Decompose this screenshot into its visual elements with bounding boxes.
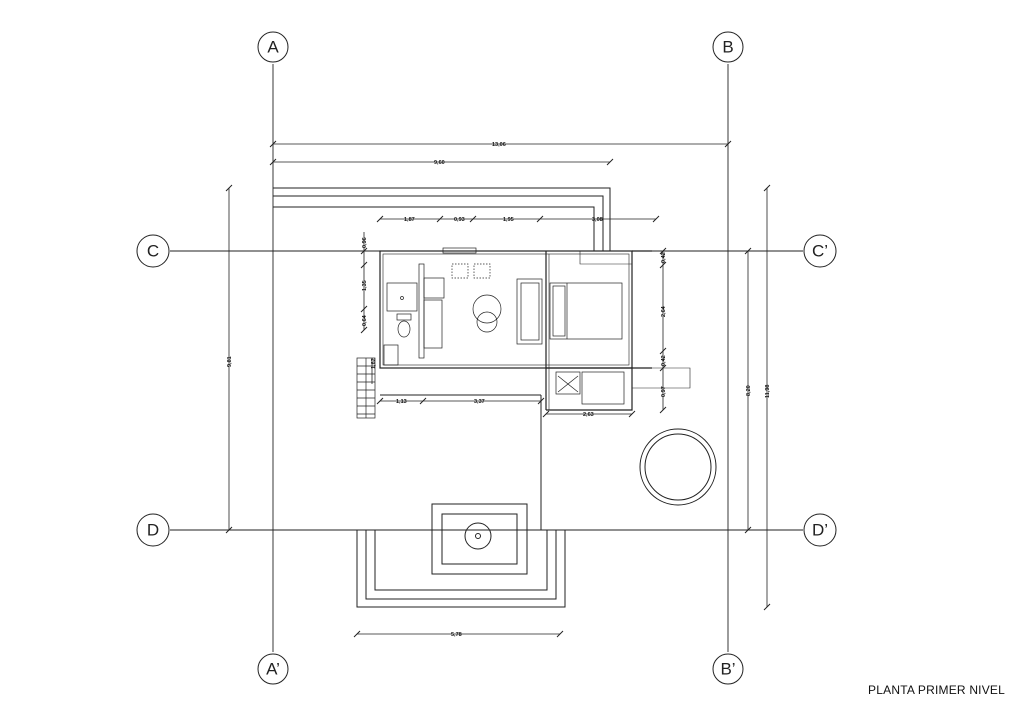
dim-v-064: 0,64 (362, 314, 368, 326)
dim-bottom-578: 5,78 (451, 632, 462, 638)
dim-v-162: 1,62 (371, 358, 377, 369)
building-walls (379, 233, 691, 411)
grid-label-c-prime: C’ (812, 242, 828, 261)
grid-bubble-a (257, 31, 289, 63)
grid-bubble-c (136, 234, 170, 268)
dim-right-042a: 0,42 (661, 252, 667, 263)
grid-bubble-c-prime (803, 234, 837, 268)
grid-bubble-a-prime (257, 653, 289, 685)
grid-bubble-b (712, 31, 744, 63)
dim-right-height-b: 11,98 (765, 385, 771, 398)
grid-bubble-d-prime (803, 513, 837, 547)
dim-v-135: 1,35 (362, 280, 368, 291)
drawing-title: PLANTA PRIMER NIVEL (868, 683, 1005, 697)
dim-v-096: 0,96 (362, 237, 368, 248)
grid-bubble-d (136, 513, 170, 547)
dimension-lines (228, 143, 768, 635)
lower-deck (356, 503, 566, 608)
grid-label-d: D (147, 521, 159, 540)
grid-label-c: C (147, 242, 159, 261)
dim-upper-width: 9,60 (434, 160, 445, 166)
round-planter (639, 428, 717, 506)
grid-bubble-b-prime (712, 653, 744, 685)
interior-furniture (383, 247, 625, 405)
dim-seg-2: 0,93 (454, 217, 465, 223)
dim-bottom-337: 3,37 (474, 399, 485, 405)
dim-seg-1: 1,87 (404, 217, 415, 223)
dim-right-height-a: 8,20 (746, 385, 752, 396)
dim-bottom-263: 2,63 (583, 412, 594, 418)
dimension-ticks (225, 140, 771, 638)
dim-left-height: 9,81 (227, 356, 233, 367)
dim-right-042b: 0,42 (661, 355, 667, 366)
grid-label-d-prime: D’ (812, 521, 828, 540)
grid-label-b-prime: B’ (720, 660, 735, 679)
dim-seg-3: 1,95 (503, 217, 514, 223)
dim-right-264: 2,64 (661, 305, 667, 317)
grid-label-a: A (267, 38, 279, 57)
grid-label-a-prime: A’ (266, 660, 280, 679)
dim-right-097: 0,97 (661, 386, 667, 397)
grid-label-b: B (722, 38, 733, 57)
dim-seg-4: 3,08 (592, 217, 603, 223)
dim-bottom-113: 1,13 (396, 399, 407, 405)
terrace-outline (273, 187, 728, 531)
dim-total-width: 13,06 (492, 142, 506, 148)
